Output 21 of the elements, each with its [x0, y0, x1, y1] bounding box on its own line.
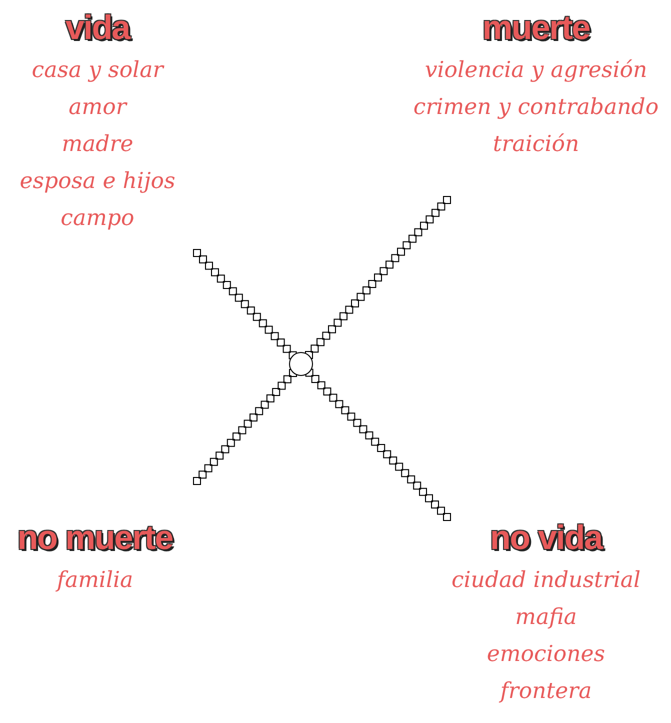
quadrant-heading: no vida: [490, 518, 602, 558]
chain-line: [305, 196, 451, 359]
quadrant-heading: no muerte: [17, 518, 173, 558]
chain-line: [193, 249, 297, 360]
term-text: crimen y contrabando: [413, 94, 659, 122]
term-text: amor: [68, 94, 126, 122]
term-text: emociones: [486, 641, 606, 669]
chain-line: [305, 368, 451, 521]
term-text: violencia y agresión: [424, 57, 648, 85]
term-text: madre: [62, 131, 134, 159]
term-text: frontera: [500, 678, 592, 706]
term-text: familia: [56, 567, 134, 595]
term-text: mafia: [515, 604, 577, 632]
term-text: campo: [60, 205, 134, 233]
term-text: esposa e hijos: [20, 168, 176, 196]
term-text: casa y solar: [32, 57, 164, 85]
term-text: ciudad industrial: [451, 567, 641, 595]
chain-line: [193, 369, 297, 485]
quadrant-heading: muerte: [482, 8, 590, 48]
term-text: traición: [492, 131, 580, 159]
quadrant-heading: vida: [65, 8, 130, 48]
